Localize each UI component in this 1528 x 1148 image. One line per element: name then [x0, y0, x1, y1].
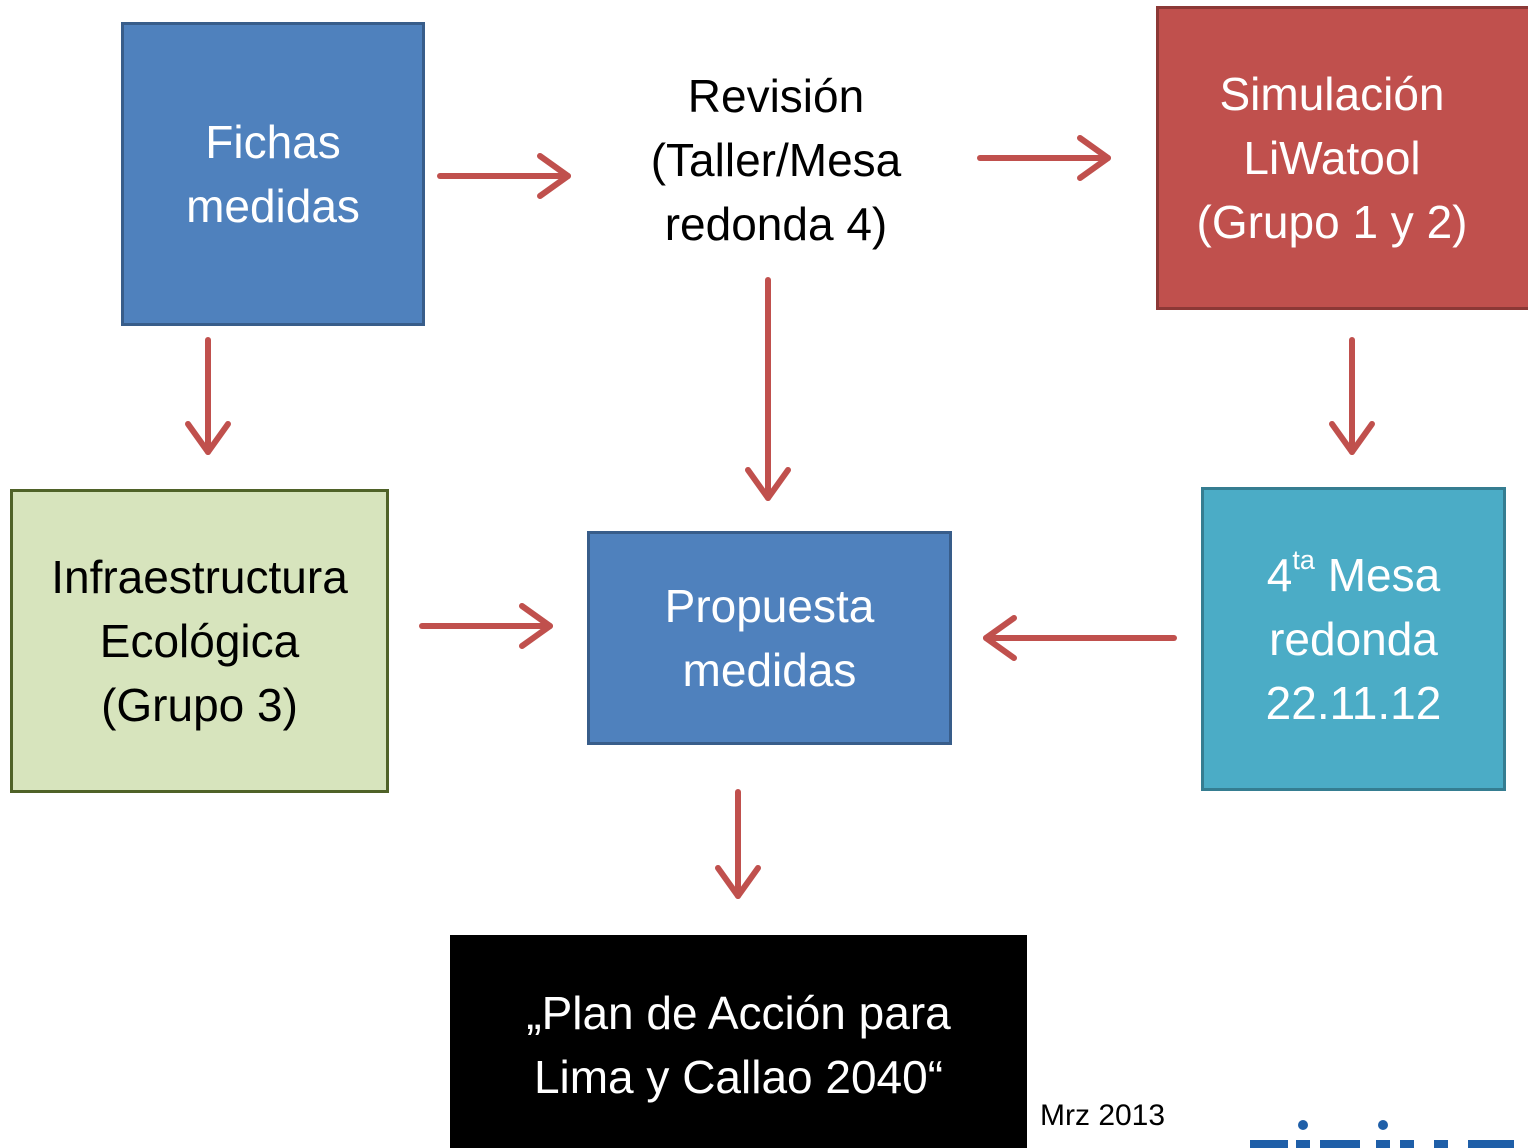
propuesta-medidas-box: Propuesta medidas [587, 531, 952, 745]
revision-label: Revisión (Taller/Mesa redonda 4) [600, 62, 952, 258]
plan-line-1: „Plan de Acción para [526, 987, 951, 1039]
fichas-line-1: Fichas [205, 116, 341, 168]
infraestructura-ecologica-box: Infraestructura Ecológica (Grupo 3) [10, 489, 389, 793]
mesa-line-2: redonda [1269, 613, 1438, 665]
infra-line-1: Infraestructura [51, 551, 348, 603]
arrow-fichas-to-revision [437, 153, 571, 199]
fichas-medidas-box: Fichas medidas [121, 22, 425, 326]
simulacion-line-3: (Grupo 1 y 2) [1196, 196, 1468, 248]
mesa-redonda-box: 4ta Mesa redonda 22.11.12 [1201, 487, 1506, 791]
simulacion-line-1: Simulación [1219, 68, 1445, 120]
mesa-line-1-rest: Mesa [1314, 549, 1441, 601]
mesa-line-3: 22.11.12 [1265, 677, 1442, 729]
organization-logo [1248, 1112, 1528, 1148]
mesa-ordinal-number: 4 [1266, 549, 1293, 601]
mesa-line-1: 4ta Mesa [1266, 543, 1442, 607]
revision-line-3: redonda 4) [664, 198, 888, 250]
plan-line-2: Lima y Callao 2040“ [533, 1051, 944, 1103]
arrow-infra-to-propuesta [419, 603, 553, 649]
arrow-revision-to-simulacion [977, 135, 1111, 181]
arrow-fichas-to-infra [185, 337, 231, 455]
simulacion-liwatool-box: Simulación LiWatool (Grupo 1 y 2) [1156, 6, 1528, 310]
date-label: Mrz 2013 [1040, 1099, 1166, 1132]
infra-line-3: (Grupo 3) [101, 679, 298, 731]
fichas-line-2: medidas [186, 180, 360, 232]
propuesta-line-1: Propuesta [664, 580, 875, 632]
logo-graphic [1250, 1120, 1514, 1148]
arrow-propuesta-to-plan [715, 789, 761, 899]
mesa-ordinal-suffix: ta [1292, 545, 1315, 575]
plan-de-accion-box: „Plan de Acción para Lima y Callao 2040“ [450, 935, 1027, 1148]
infra-line-2: Ecológica [99, 615, 300, 667]
arrow-mesa-to-propuesta [983, 615, 1177, 661]
simulacion-line-2: LiWatool [1243, 132, 1421, 184]
propuesta-line-2: medidas [682, 644, 857, 696]
arrow-revision-to-propuesta [745, 277, 791, 501]
arrow-simulacion-to-mesa [1329, 337, 1375, 455]
revision-line-2: (Taller/Mesa [650, 134, 902, 186]
revision-line-1: Revisión [687, 70, 865, 122]
